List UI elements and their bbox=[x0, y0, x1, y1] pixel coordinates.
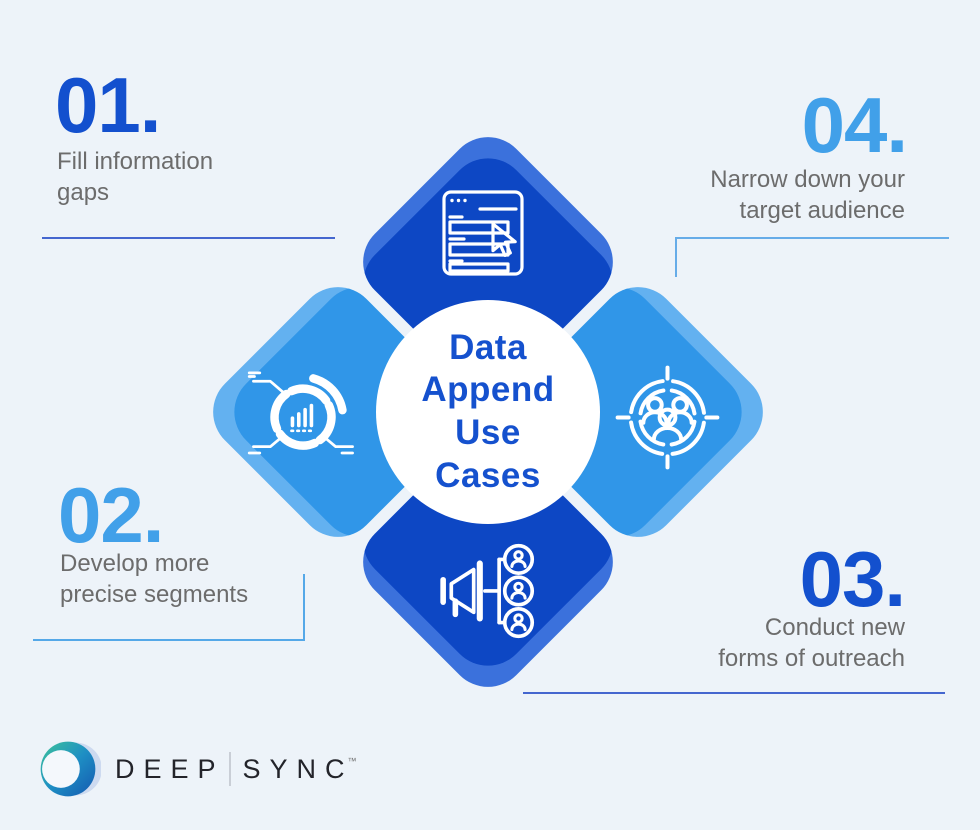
center-title-circle: Data Append Use Cases bbox=[376, 300, 600, 524]
center-title-line1: Data bbox=[449, 327, 527, 367]
step-01-label-line2: gaps bbox=[57, 179, 110, 207]
step-03-label: Conduct new forms of outreach bbox=[718, 612, 905, 674]
step-02-label-line1: Develop more bbox=[60, 550, 210, 577]
center-title-line2: Append bbox=[421, 370, 555, 410]
browser-form-icon bbox=[433, 183, 533, 283]
step-02-connector-line bbox=[33, 574, 305, 641]
step-04-connector-line bbox=[675, 237, 949, 277]
step-04-number: 04. bbox=[801, 81, 908, 169]
megaphone-outreach-icon bbox=[435, 542, 547, 644]
step-04-label-line1: Narrow down your bbox=[710, 166, 905, 193]
step-01-label-line1: Fill information bbox=[57, 148, 214, 175]
analytics-chart-icon bbox=[245, 362, 361, 468]
center-title-line4: Cases bbox=[435, 455, 541, 495]
step-03-label-line2: forms of outreach bbox=[718, 645, 905, 673]
step-01-label: Fill information gaps bbox=[57, 146, 213, 208]
step-03-number: 03. bbox=[799, 535, 906, 623]
step-01-number: 01. bbox=[55, 61, 161, 149]
target-audience-icon bbox=[615, 365, 720, 470]
deep-sync-logo-mark-icon bbox=[40, 741, 101, 797]
logo-divider bbox=[228, 752, 231, 786]
deep-sync-wordmark: DEEP SYNC ™ bbox=[115, 752, 357, 786]
center-title-line3: Use bbox=[455, 413, 521, 452]
logo-trademark: ™ bbox=[347, 756, 357, 766]
step-03-connector-line bbox=[523, 692, 945, 694]
step-02-label-line2: precise segments bbox=[60, 581, 249, 609]
step-02-number: 02. bbox=[58, 471, 164, 559]
step-01-connector-line bbox=[42, 237, 335, 239]
step-03-label-line1: Conduct new bbox=[764, 614, 905, 641]
step-04-label: Narrow down your target audience bbox=[710, 164, 905, 226]
deep-sync-logo: DEEP SYNC ™ bbox=[35, 736, 357, 802]
step-02-label: Develop more precise segments bbox=[60, 548, 248, 610]
step-04-label-line2: target audience bbox=[739, 197, 905, 225]
logo-word-deep: DEEP bbox=[115, 753, 225, 784]
logo-word-sync: SYNC bbox=[242, 753, 354, 784]
